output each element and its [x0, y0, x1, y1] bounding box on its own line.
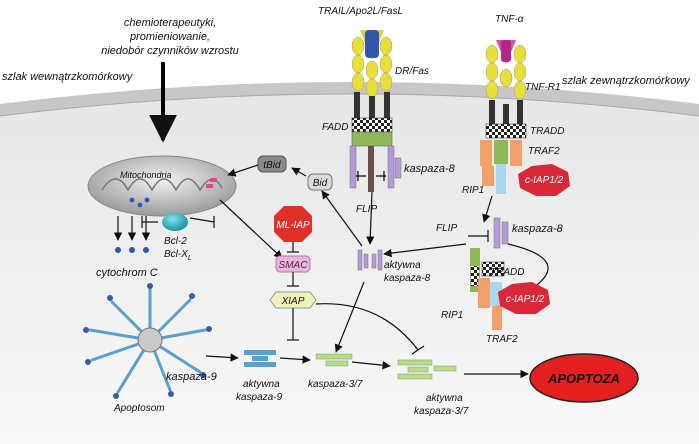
tradd-top-label: TRADD — [530, 126, 564, 137]
bcl2-label: Bcl-2 — [164, 236, 187, 247]
caspase8-mid-label: kaspaza-8 — [512, 223, 564, 235]
bclxl-label: Bcl-XL — [164, 249, 192, 262]
active-caspase9 — [244, 350, 276, 367]
death-receptor — [351, 36, 393, 147]
active-caspase8-label-2: kaspaza-8 — [384, 273, 431, 284]
caspase9-label: kaspaza-9 — [166, 371, 217, 383]
cytochrome-label: cytochrom C — [96, 267, 158, 279]
xiap-hexagon — [269, 291, 317, 309]
tbid-box — [257, 155, 287, 173]
tnf-alpha-label: TNF-α — [495, 14, 524, 25]
apoptosis-label: APOPTOZA — [547, 371, 620, 386]
tradd-mid-complex — [470, 248, 505, 330]
flip-top-label: FLIP — [356, 204, 377, 215]
extrinsic-path-label: szlak zewnątrzkomórkowy — [562, 75, 691, 87]
rip1-mid-label: RIP1 — [441, 310, 463, 321]
smac-label: SMAC — [279, 260, 309, 271]
caspase8-receptor-complex — [349, 145, 402, 192]
tbid-label: tBid — [263, 160, 281, 171]
dr-fas-label: DR/Fas — [395, 66, 429, 77]
traf2-top-label: TRAF2 — [528, 146, 560, 157]
active-caspase9-label-2: kaspaza-9 — [236, 392, 283, 403]
tnf-receptor — [480, 40, 527, 194]
bcl2-protein — [162, 213, 188, 231]
trail-label: TRAIL/Apo2L/FasL — [318, 6, 403, 17]
fadd-label: FADD — [322, 122, 348, 133]
apoptosome-label: Apoptosom — [113, 403, 165, 414]
flip-mid-label: FLIP — [436, 223, 457, 234]
mitochondria-label: Mitochondria — [120, 170, 172, 180]
tnf-r1-label: TNF-R1 — [525, 82, 561, 93]
stimuli-text-1: chemioterapeutyki, — [124, 17, 216, 29]
bid-box — [307, 173, 333, 191]
xiap-label: XIAP — [281, 296, 305, 307]
mitochondria-organelle — [87, 155, 237, 217]
caspase37-label: kaspaza-3/7 — [308, 379, 363, 390]
active-caspase8 — [357, 249, 383, 271]
ciap-top-octagon — [518, 164, 570, 196]
flip-caspase8-complex — [468, 217, 509, 249]
caspase37 — [315, 353, 353, 367]
caspase8-top-label: kaspaza-8 — [404, 163, 456, 175]
intrinsic-path-label: szlak wewnątrzkomórkowy — [2, 71, 134, 83]
stimuli-text-3: niedobór czynników wzrostu — [101, 45, 239, 57]
apoptosis-ellipse — [529, 353, 639, 403]
traf2-mid-label: TRAF2 — [486, 334, 518, 345]
trail-ligand — [360, 30, 384, 60]
tradd-mid-label: TRADD — [490, 267, 524, 278]
ml-iap-label: ML-IAP — [276, 220, 310, 231]
stimuli-text-2: promieniowanie, — [129, 31, 210, 43]
active-caspase37-label-1: aktywna — [426, 393, 463, 404]
rip1-top-label: RIP1 — [462, 185, 484, 196]
ciap-mid-label: c-IAP1/2 — [506, 294, 545, 305]
active-caspase9-label-1: aktywna — [243, 379, 280, 390]
active-caspase37-label-2: kaspaza-3/7 — [414, 406, 469, 417]
ciap-top-label: c-IAP1/2 — [525, 175, 564, 186]
bclxl-subscript: L — [188, 255, 192, 262]
bclxl-text: Bcl-X — [164, 249, 188, 260]
active-caspase37 — [397, 359, 457, 380]
bid-label: Bid — [313, 178, 328, 189]
apoptosome-dots — [83, 283, 212, 399]
ml-iap-octagon — [274, 206, 312, 242]
active-caspase8-label-1: aktywna — [384, 260, 421, 271]
ciap-mid-octagon — [498, 282, 550, 314]
